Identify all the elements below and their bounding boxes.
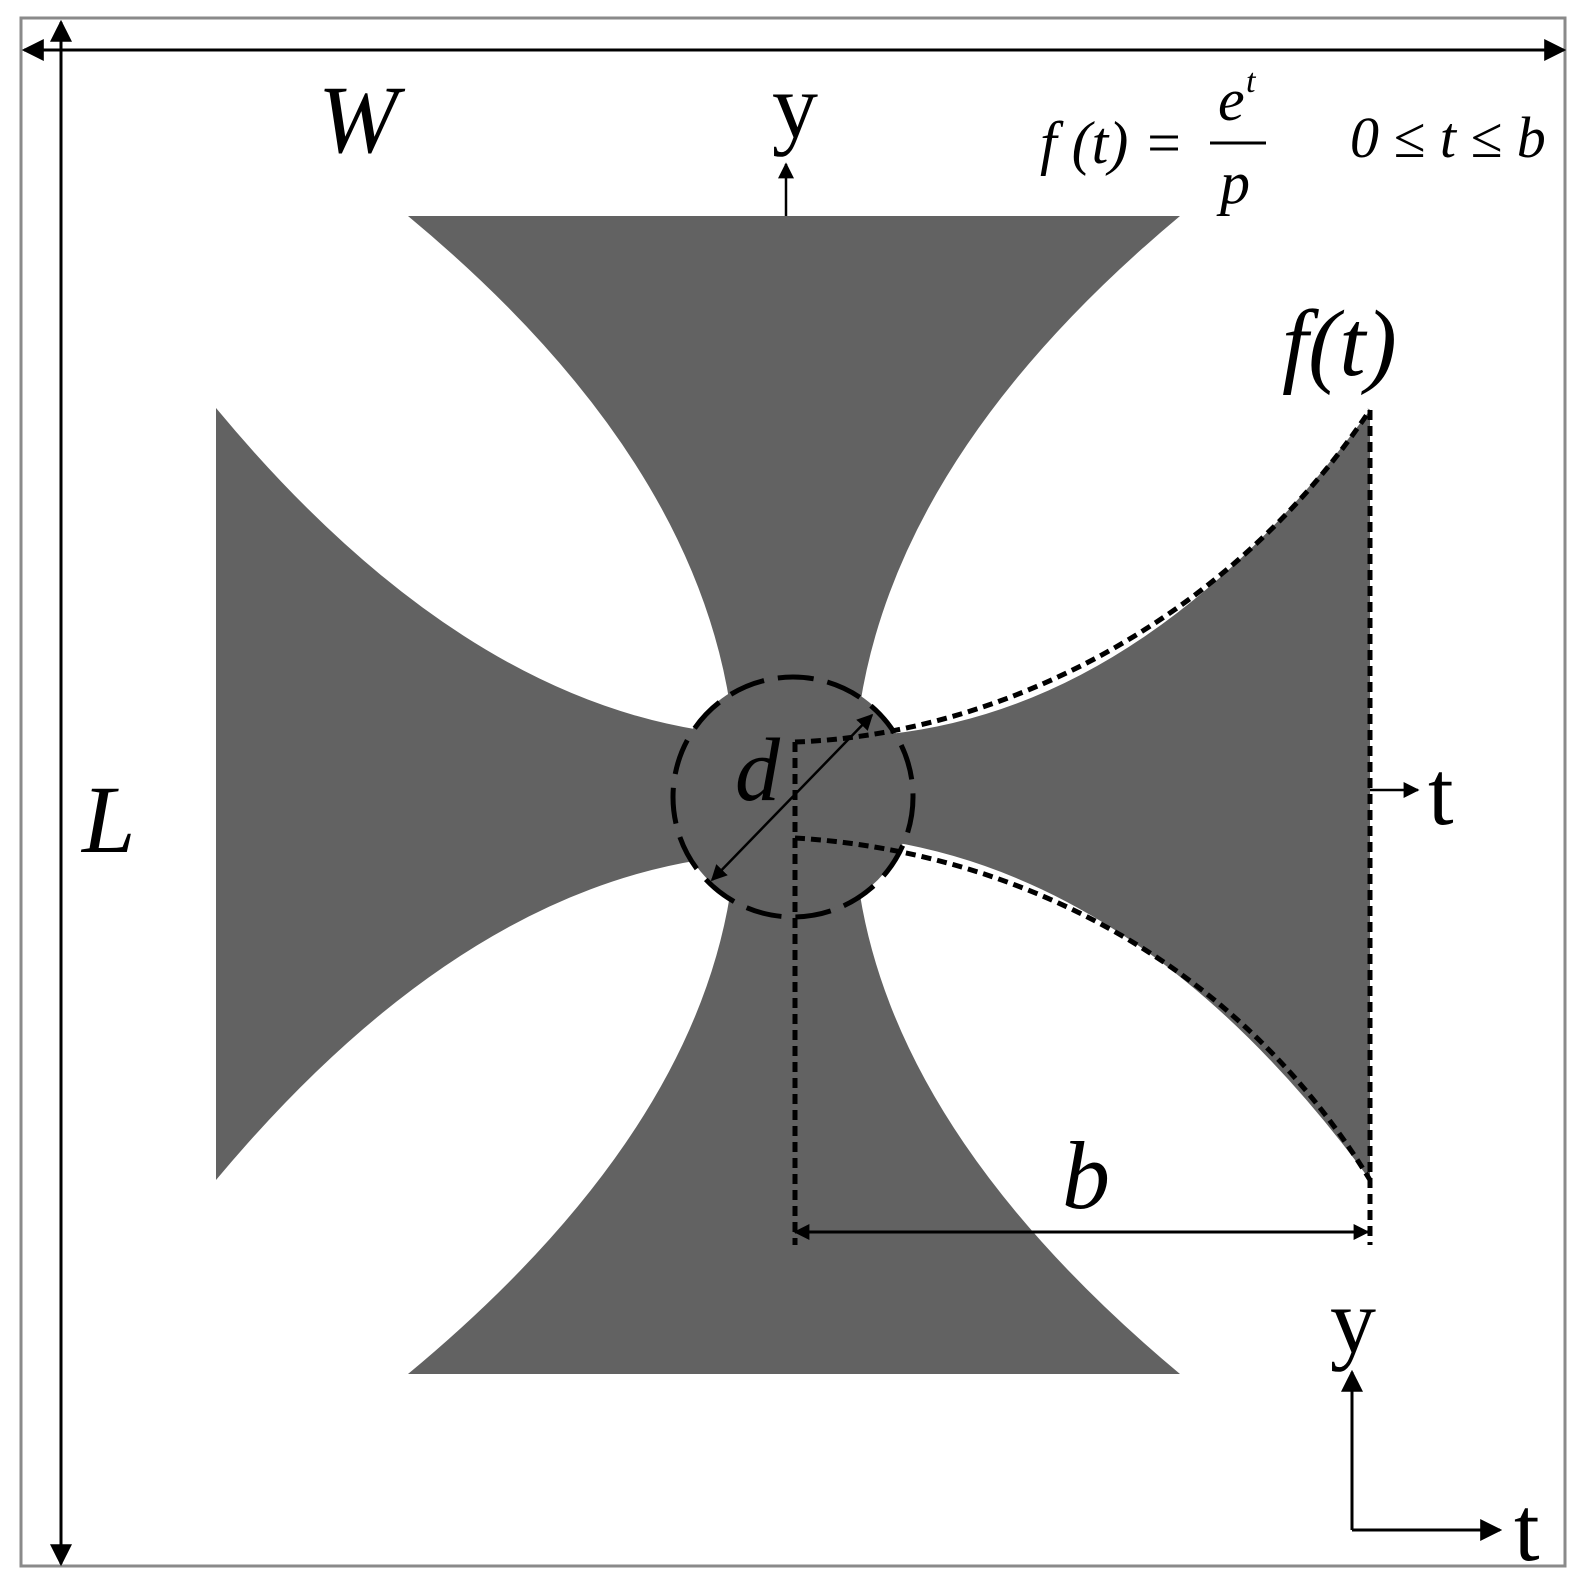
arm-top [408, 216, 1180, 705]
curve-lower-dashed [794, 835, 1373, 1182]
label-y-axis-top: y [772, 55, 818, 157]
substrate-border [19, 16, 1567, 1568]
arm-left [216, 408, 700, 1180]
label-diameter: d [735, 721, 781, 820]
formula-numerator-exp: t [1246, 63, 1257, 100]
label-t-axis-right: t [1428, 742, 1454, 844]
label-length: L [80, 766, 135, 873]
arm-right [880, 410, 1370, 1180]
label-width: W [318, 66, 406, 173]
curve-upper-dashed [794, 408, 1373, 745]
formula-range: 0 ≤ t ≤ b [1350, 105, 1546, 170]
formula-numerator-base: e [1218, 67, 1245, 133]
formula-lhs: f (t) = [1040, 110, 1184, 176]
label-arm-length: b [1062, 1122, 1110, 1229]
label-curve: f(t) [1282, 292, 1397, 396]
label-y-axis-corner: y [1330, 1270, 1376, 1372]
center-circle-dashed [670, 674, 916, 920]
diameter-dimension-line [710, 713, 874, 882]
formula: f (t) = e t p 0 ≤ t ≤ b [1040, 63, 1546, 216]
formula-denominator: p [1216, 150, 1250, 216]
label-t-axis-corner: t [1514, 1478, 1540, 1580]
